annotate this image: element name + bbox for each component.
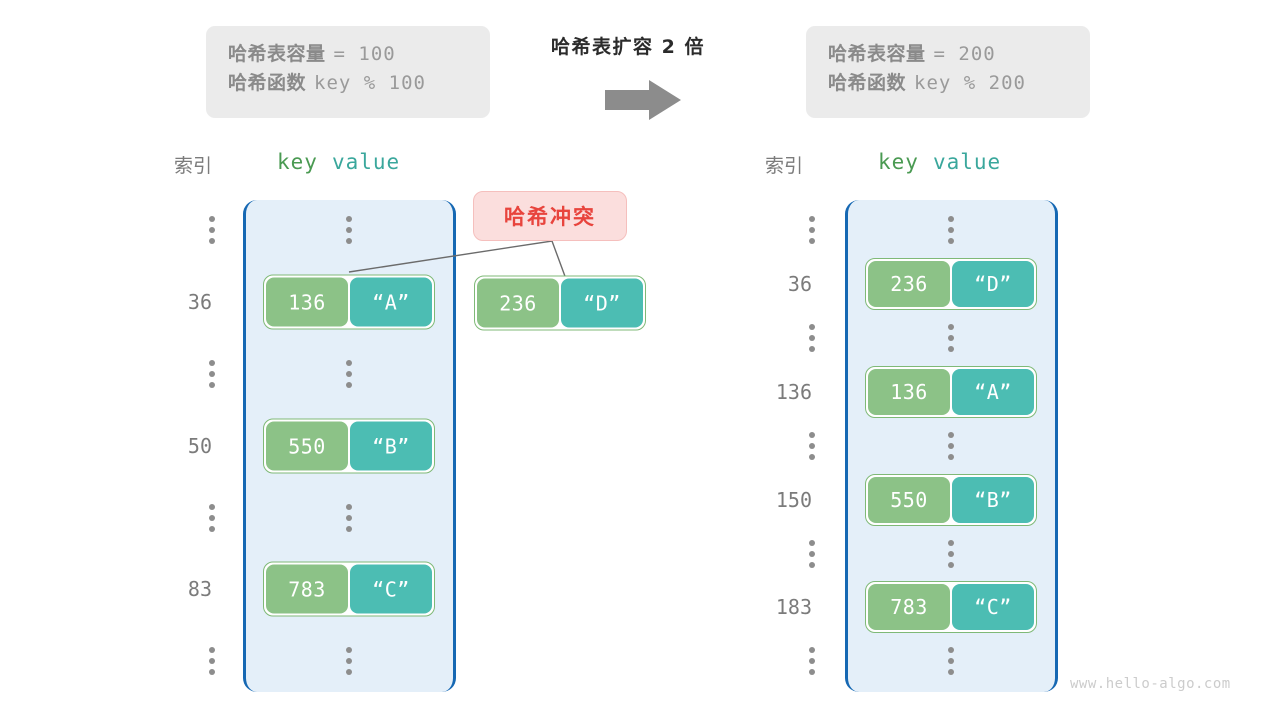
left-capacity-line: 哈希表容量 = 100 — [228, 40, 468, 69]
vertical-ellipsis-icon — [948, 324, 954, 352]
left-kv-header: key value — [277, 150, 400, 174]
row-value-cell: “D” — [952, 261, 1034, 307]
center-title: 哈希表扩容 2 倍 — [551, 36, 705, 58]
vertical-ellipsis-icon — [809, 432, 815, 460]
right-function-line: 哈希函数 key % 200 — [828, 69, 1068, 98]
vertical-ellipsis-icon — [209, 647, 215, 675]
vertical-ellipsis-icon — [948, 216, 954, 244]
left-capacity-expr: = 100 — [333, 43, 396, 65]
vertical-ellipsis-icon — [346, 216, 352, 244]
right-capacity-label: 哈希表容量 — [828, 43, 926, 65]
table-row: 783“C” — [263, 561, 435, 617]
table-row: 236“D” — [865, 258, 1037, 310]
right-value-header: value — [932, 150, 1002, 174]
row-index-label: 36 — [787, 272, 812, 296]
row-key-cell: 550 — [266, 421, 348, 471]
vertical-ellipsis-icon — [809, 540, 815, 568]
right-arrow-icon — [605, 80, 681, 124]
vertical-ellipsis-icon — [346, 360, 352, 388]
row-key-cell: 236 — [868, 261, 950, 307]
row-value-cell: “C” — [350, 564, 432, 614]
row-value-cell: “A” — [350, 277, 432, 327]
right-kv-header: key value — [878, 150, 1001, 174]
left-key-header: key — [277, 150, 318, 174]
watermark: www.hello-algo.com — [1070, 676, 1231, 692]
collision-overflow-key: 236 — [477, 278, 559, 328]
row-key-cell: 136 — [868, 369, 950, 415]
vertical-ellipsis-icon — [209, 360, 215, 388]
vertical-ellipsis-icon — [809, 324, 815, 352]
vertical-ellipsis-icon — [948, 540, 954, 568]
row-key-cell: 783 — [266, 564, 348, 614]
left-function-line: 哈希函数 key % 100 — [228, 69, 468, 98]
row-index-label: 50 — [187, 434, 212, 458]
row-index-label: 36 — [187, 290, 212, 314]
vertical-ellipsis-icon — [209, 216, 215, 244]
row-index-label: 136 — [775, 380, 812, 404]
vertical-ellipsis-icon — [209, 504, 215, 532]
row-value-cell: “B” — [350, 421, 432, 471]
right-capacity-expr: = 200 — [933, 43, 996, 65]
vertical-ellipsis-icon — [809, 216, 815, 244]
row-value-cell: “C” — [952, 584, 1034, 630]
row-key-cell: 136 — [266, 277, 348, 327]
right-capacity-line: 哈希表容量 = 200 — [828, 40, 1068, 69]
collision-overflow-pair: 236 “D” — [474, 275, 646, 331]
row-key-cell: 550 — [868, 477, 950, 523]
collision-label: 哈希冲突 — [504, 205, 596, 229]
table-row: 550“B” — [865, 474, 1037, 526]
row-value-cell: “B” — [952, 477, 1034, 523]
row-value-cell: “A” — [952, 369, 1034, 415]
left-capacity-label: 哈希表容量 — [228, 43, 326, 65]
right-key-header: key — [878, 150, 919, 174]
right-info-box: 哈希表容量 = 200 哈希函数 key % 200 — [806, 26, 1090, 118]
table-row: 550“B” — [263, 418, 435, 474]
vertical-ellipsis-icon — [948, 647, 954, 675]
collision-callout: 哈希冲突 — [473, 191, 627, 241]
right-function-expr: key % 200 — [914, 72, 1026, 95]
vertical-ellipsis-icon — [346, 647, 352, 675]
table-row: 783“C” — [865, 581, 1037, 633]
left-index-header: 索引 — [174, 155, 213, 177]
left-function-label: 哈希函数 — [228, 72, 307, 95]
collision-overflow-value: “D” — [561, 278, 643, 328]
row-index-label: 150 — [775, 488, 812, 512]
left-value-header: value — [331, 150, 401, 174]
row-index-label: 83 — [187, 577, 212, 601]
right-function-label: 哈希函数 — [828, 72, 907, 95]
left-info-box: 哈希表容量 = 100 哈希函数 key % 100 — [206, 26, 490, 118]
vertical-ellipsis-icon — [346, 504, 352, 532]
right-index-header: 索引 — [765, 155, 804, 177]
vertical-ellipsis-icon — [809, 647, 815, 675]
vertical-ellipsis-icon — [948, 432, 954, 460]
row-index-label: 183 — [775, 595, 812, 619]
table-row: 136“A” — [865, 366, 1037, 418]
left-function-expr: key % 100 — [314, 72, 426, 95]
table-row: 136“A” — [263, 274, 435, 330]
row-key-cell: 783 — [868, 584, 950, 630]
